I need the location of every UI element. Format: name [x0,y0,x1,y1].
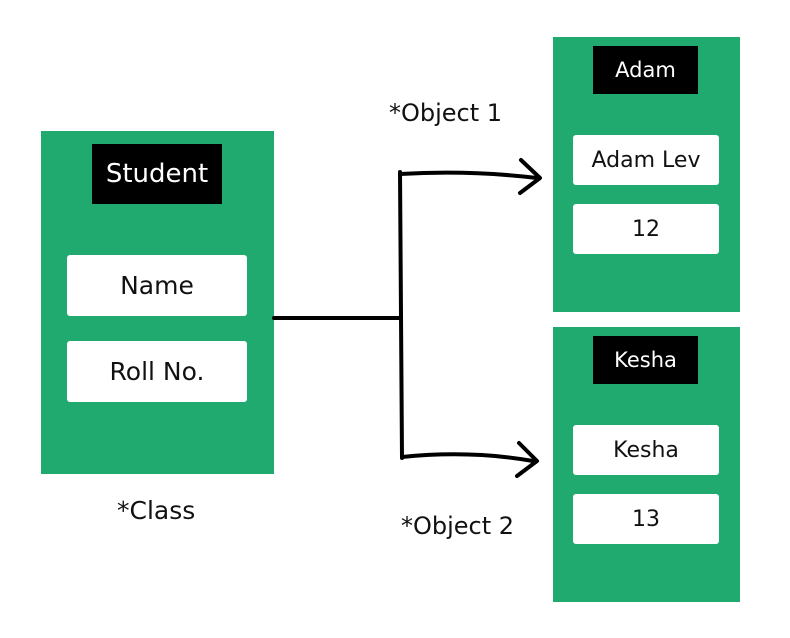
object-2-field-name: Kesha [573,425,719,475]
class-title: Student [92,144,222,204]
class-caption: *Class [117,496,196,525]
object-1-title: Adam [593,46,698,94]
object-1-field-name: Adam Lev [573,135,719,185]
arrow-to-object-2-line [400,452,535,463]
object-2-caption: *Object 2 [401,512,515,540]
object-card-kesha: Kesha Kesha 13 [553,327,740,602]
branch-vertical-line [398,170,404,460]
object-1-caption: *Object 1 [389,99,503,127]
class-field-roll-no: Roll No. [67,341,247,402]
object-card-adam: Adam Adam Lev 12 [553,37,740,312]
object-2-field-roll-no: 13 [573,494,719,544]
arrow-to-object-2-head [515,441,539,478]
arrow-to-object-1-line [398,170,539,180]
class-card-student: Student Name Roll No. [41,131,274,474]
arrow-to-object-1-head [518,158,542,195]
class-field-name: Name [67,255,247,316]
object-1-field-roll-no: 12 [573,204,719,254]
object-2-title: Kesha [593,336,698,384]
